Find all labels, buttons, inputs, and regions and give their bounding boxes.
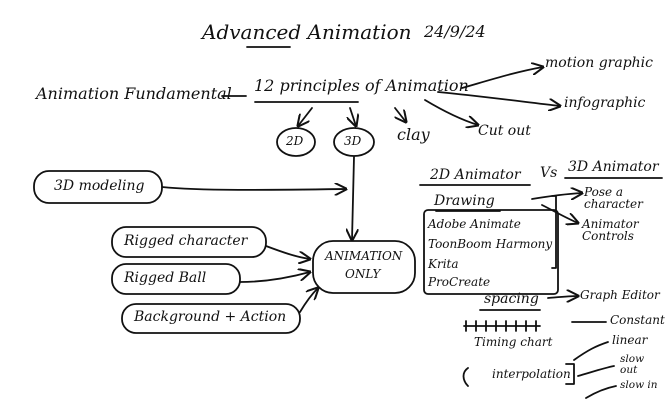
pose-character-label: Pose a character — [584, 185, 643, 211]
motion-graphic-label: motion graphic — [545, 55, 654, 71]
center-line-1: ANIMATION — [325, 249, 403, 263]
tools-box — [423, 209, 559, 295]
arrow-to-cut-out — [424, 99, 478, 125]
slow-in-label: slow in — [620, 379, 658, 391]
principles-label: 12 principles of Animation — [254, 76, 469, 95]
interpolation-bracket-left — [462, 367, 469, 387]
arrow-to-infographic — [437, 91, 560, 106]
tool-item-3: Krita — [428, 257, 459, 271]
label-3d-modeling: 3D modeling — [54, 178, 145, 194]
constant-label: Constant — [610, 313, 665, 327]
circle-2d — [276, 127, 316, 157]
interpolation-label: interpolation — [492, 367, 571, 381]
arrow-to-controls — [541, 204, 578, 223]
branch-to-slow-out — [577, 365, 615, 377]
fundamentals-label: Animation Fundamental — [36, 84, 232, 103]
header-3d-animator: 3D Animator — [568, 159, 659, 175]
tool-item-2: ToonBoom Harmony — [428, 237, 553, 251]
arrow-to-graph-editor — [547, 296, 578, 298]
spacing-label: spacing — [484, 291, 539, 307]
label-background-action: Background + Action — [134, 309, 287, 325]
label-2d: 2D — [286, 134, 304, 148]
page-title: Advanced Animation — [202, 20, 412, 44]
box-animation-only — [312, 240, 416, 294]
slow-out-label: slow out — [620, 353, 645, 376]
label-3d: 3D — [344, 134, 362, 148]
arrow-to-pose — [531, 193, 582, 199]
branch-to-slow-in — [585, 385, 617, 399]
arrow-background-to-animation — [299, 288, 318, 313]
arrow-ball-to-animation — [239, 272, 310, 283]
arrow-character-to-animation — [265, 245, 310, 259]
tool-item-4: ProCreate — [428, 275, 491, 289]
interpolation-bracket-right — [565, 363, 575, 385]
arrow-3d-to-animation — [352, 156, 354, 240]
header-2d-animator: 2D Animator — [430, 167, 521, 183]
box-rigged-ball — [111, 263, 241, 295]
branch-to-linear — [573, 341, 609, 361]
tool-item-1: Adobe Animate — [428, 217, 521, 231]
arrow-to-clay — [395, 107, 406, 122]
bracket-tools-right — [551, 195, 557, 269]
label-rigged-character: Rigged character — [124, 233, 248, 249]
vs-label: Vs — [540, 165, 558, 181]
label-rigged-ball: Rigged Ball — [124, 270, 207, 286]
arrow-modeling-to-animation — [161, 187, 346, 190]
infographic-label: infographic — [564, 95, 646, 111]
label-cut-out: Cut out — [478, 123, 531, 139]
linear-label: linear — [612, 333, 648, 347]
label-clay: clay — [397, 125, 430, 144]
center-line-2: ONLY — [345, 267, 381, 281]
circle-3d — [333, 127, 375, 157]
timing-chart-label: Timing chart — [474, 335, 553, 349]
arrow-to-2d — [298, 107, 313, 126]
graph-editor-label: Graph Editor — [580, 288, 660, 302]
arrow-to-motion-graphic — [461, 67, 543, 89]
drawing-label: Drawing — [434, 193, 495, 209]
timing-ruler — [463, 320, 541, 332]
date-label: 24/9/24 — [424, 22, 486, 41]
animator-controls-label: Animator Controls — [582, 217, 639, 243]
box-background-action — [121, 303, 301, 334]
arrow-to-3d — [350, 107, 356, 126]
box-rigged-character — [111, 226, 267, 258]
